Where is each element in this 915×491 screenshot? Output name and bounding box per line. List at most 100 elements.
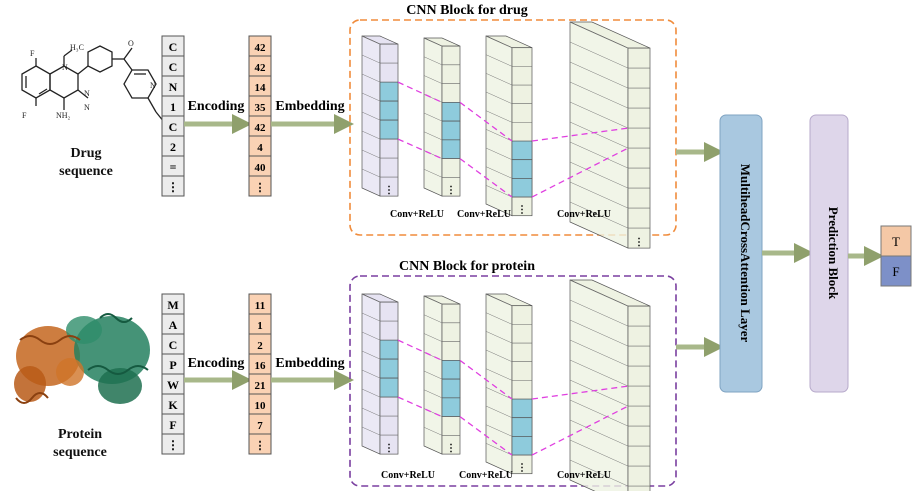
layer-front-face	[627, 305, 651, 491]
molecule-atom-label: N	[84, 103, 90, 112]
layer-side-face	[569, 279, 629, 491]
receptive-field-cell	[379, 339, 399, 360]
layer-side-line	[361, 388, 381, 398]
drug-embedding-label: Embedding	[275, 99, 344, 114]
embedding-value: 40	[255, 162, 267, 174]
layer-side-line	[485, 110, 513, 123]
embedding-value: 42	[255, 122, 267, 134]
layer-side-line	[569, 419, 629, 447]
embedding-value: 21	[255, 380, 266, 392]
layer-side-face	[485, 293, 513, 475]
protein-sequence-column: M A C P W K F ⋮	[161, 293, 185, 455]
embedding-value: 2	[257, 340, 263, 352]
layer-side-line	[485, 368, 513, 381]
receptive-field-link	[531, 147, 629, 198]
embedding-value: 16	[255, 360, 267, 372]
drug-cnn-title: CNN Block for drug	[406, 3, 527, 18]
layer-side-line	[361, 92, 381, 102]
conv-relu-label: Conv+ReLU	[459, 470, 513, 481]
attention-layer-label: MultiheadCrossAttention Layer	[738, 164, 753, 343]
layer-dots: ⋮	[517, 205, 527, 216]
molecule-atom-label: N	[62, 63, 68, 72]
sequence-token: C	[169, 60, 178, 74]
layer-side-line	[423, 169, 443, 178]
layer-side-line	[569, 141, 629, 169]
receptive-field-cell	[441, 139, 461, 159]
sequence-token: C	[169, 338, 178, 352]
layer-side-line	[423, 370, 443, 380]
embedding-value: 10	[255, 400, 267, 412]
layer-side-line	[423, 56, 443, 66]
layer-side-line	[361, 168, 381, 178]
sequence-token: A	[169, 318, 178, 332]
protein-structure-image	[14, 313, 150, 404]
receptive-field-cell	[511, 417, 533, 437]
layer-side-line	[361, 426, 381, 436]
layer-dots: ⋮	[384, 443, 394, 454]
layer-side-line	[423, 333, 443, 342]
receptive-field-link	[531, 385, 629, 400]
drug-sequence-column: C C N 1 C 2 = ⋮	[161, 35, 185, 197]
protein-embedding-label: Embedding	[275, 356, 344, 371]
layer-dots: ⋮	[384, 185, 394, 196]
receptive-field-cell	[441, 397, 461, 417]
layer-side-line	[485, 424, 513, 437]
sequence-token: ⋮	[167, 438, 179, 452]
drug-cnn-layers: ⋮⋮⋮⋮	[361, 21, 651, 249]
layer-side-line	[569, 181, 629, 209]
prediction-block-label: Prediction Block	[826, 207, 841, 300]
sequence-token: W	[167, 378, 179, 392]
embedding-value: 42	[255, 42, 267, 54]
layer-dots: ⋮	[446, 185, 456, 196]
layer-side-line	[485, 166, 513, 179]
receptive-field-link	[397, 396, 443, 418]
sequence-token: M	[167, 298, 178, 312]
layer-side-line	[361, 130, 381, 140]
layer-side-line	[569, 201, 629, 229]
layer-side-line	[569, 41, 629, 69]
embedding-value: 4	[257, 142, 263, 154]
protein-encoding-label: Encoding	[188, 356, 245, 371]
conv-relu-label: Conv+ReLU	[557, 209, 611, 220]
layer-side-line	[485, 387, 513, 400]
drug-sequence-label: Drug	[70, 146, 101, 161]
layer-side-line	[361, 73, 381, 83]
embedding-value: 14	[255, 82, 267, 94]
layer-side-line	[423, 37, 443, 47]
layer-side-line	[569, 339, 629, 367]
layer-side-line	[485, 331, 513, 344]
layer-side-line	[569, 379, 629, 407]
receptive-field-link	[531, 405, 629, 456]
molecule-atom-label: O	[128, 39, 134, 48]
layer-side-line	[569, 439, 629, 467]
layer-side-line	[569, 459, 629, 487]
layer-side-line	[361, 369, 381, 379]
receptive-field-cell	[379, 100, 399, 121]
layer-side-line	[485, 443, 513, 456]
layer-side-line	[485, 405, 513, 418]
layer-side-line	[361, 331, 381, 341]
receptive-field-link	[397, 339, 443, 361]
layer-side-line	[485, 147, 513, 160]
layer-side-line	[485, 73, 513, 86]
drug-sequence-label: sequence	[59, 164, 113, 179]
output-false-label: F	[892, 264, 899, 279]
layer-side-line	[485, 91, 513, 104]
layer-dots: ⋮	[446, 443, 456, 454]
layer-side-line	[361, 54, 381, 64]
layer-side-line	[485, 349, 513, 362]
receptive-field-cell	[379, 119, 399, 140]
molecule-atom-label: H₃C	[70, 43, 84, 52]
receptive-field-cell	[441, 101, 461, 122]
layer-side-line	[485, 312, 513, 325]
sequence-cell	[161, 175, 185, 197]
sequence-token: P	[169, 358, 176, 372]
sequence-token: N	[169, 80, 178, 94]
molecule-atom-label: F	[22, 111, 27, 120]
receptive-field-cell	[379, 377, 399, 398]
layer-side-line	[361, 312, 381, 322]
receptive-field-cell	[511, 159, 533, 179]
layer-side-line	[423, 112, 443, 122]
layer-side-line	[485, 54, 513, 67]
